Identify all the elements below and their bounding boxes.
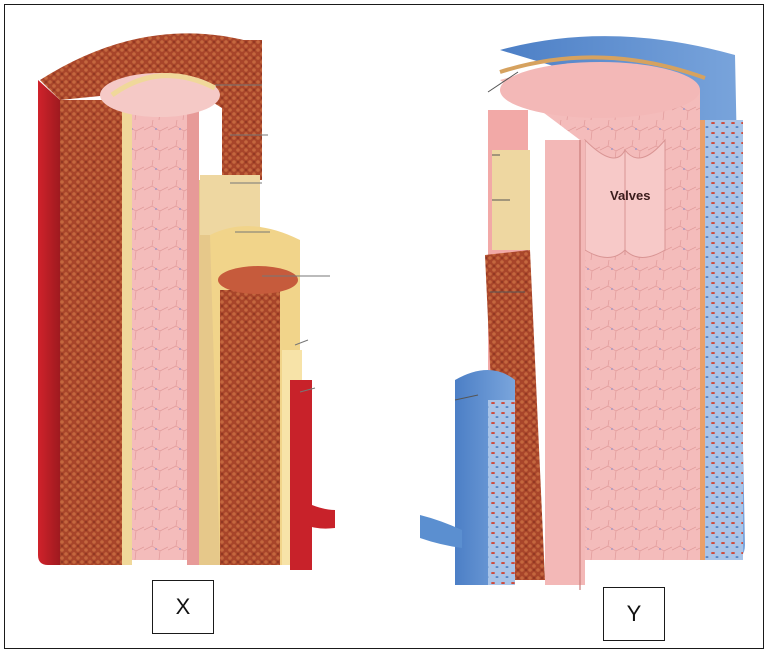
label-y: Y [603,587,665,641]
vein-drawing: Valves [420,36,745,590]
label-x: X [152,580,214,634]
label-y-text: Y [627,601,642,627]
valves-label: Valves [610,188,651,203]
label-x-text: X [176,594,191,620]
artery-drawing [38,33,335,570]
